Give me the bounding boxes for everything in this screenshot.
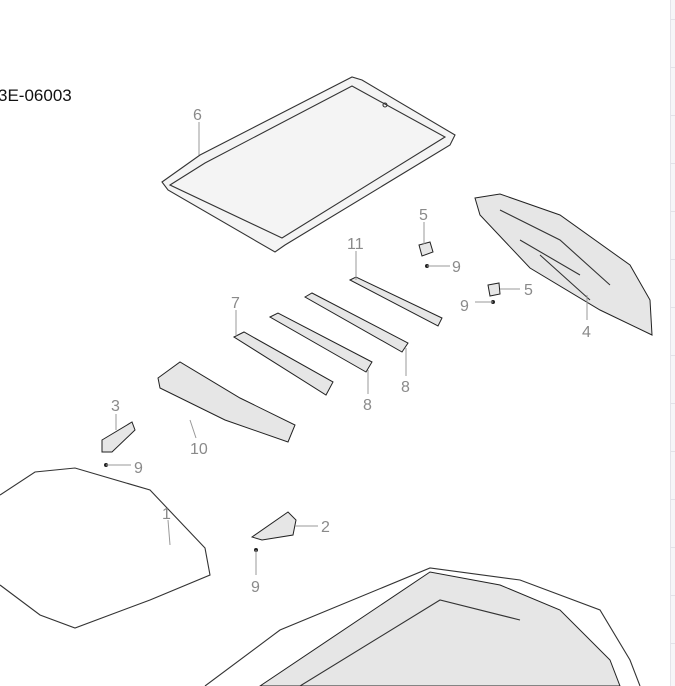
callout-7[interactable]: 7 xyxy=(231,295,240,312)
callout-2[interactable]: 2 xyxy=(321,519,330,536)
part-hinge-upper[interactable] xyxy=(418,241,434,257)
callout-8-right[interactable]: 8 xyxy=(401,379,410,396)
part-hinge-lower[interactable] xyxy=(487,282,501,297)
part-hinge-2[interactable] xyxy=(250,511,297,541)
part-roof-bow-11[interactable] xyxy=(348,276,443,327)
callout-9-hood-hinge[interactable]: 9 xyxy=(134,460,143,477)
callout-9-upper[interactable]: 9 xyxy=(452,259,461,276)
diagram-code: 3E-06003 xyxy=(0,86,72,105)
callout-8-left[interactable]: 8 xyxy=(363,397,372,414)
side-panel-edge xyxy=(670,0,675,686)
part-roof-bow-8b[interactable] xyxy=(268,312,373,373)
callout-11[interactable]: 11 xyxy=(347,236,364,253)
part-roof-panel[interactable] xyxy=(161,76,456,253)
part-roof-bow-8a[interactable] xyxy=(303,292,409,353)
callout-6[interactable]: 6 xyxy=(193,107,202,124)
callout-9-tailgate[interactable]: 9 xyxy=(460,298,469,315)
callout-10[interactable]: 10 xyxy=(190,441,208,458)
part-hood[interactable] xyxy=(0,467,211,629)
part-front-header[interactable] xyxy=(157,361,296,443)
callout-3[interactable]: 3 xyxy=(111,398,120,415)
callout-5-upper[interactable]: 5 xyxy=(419,207,428,224)
part-tailgate[interactable] xyxy=(474,193,653,336)
leader-lines xyxy=(106,122,588,575)
part-roof-bow-7[interactable] xyxy=(232,331,334,396)
callout-5-lower[interactable]: 5 xyxy=(524,282,533,299)
callout-1[interactable]: 1 xyxy=(162,506,171,523)
part-vehicle-body xyxy=(204,567,641,686)
part-hood-hinge-3[interactable] xyxy=(101,421,136,453)
callout-4[interactable]: 4 xyxy=(582,324,591,341)
callout-9-bottom[interactable]: 9 xyxy=(251,579,260,596)
